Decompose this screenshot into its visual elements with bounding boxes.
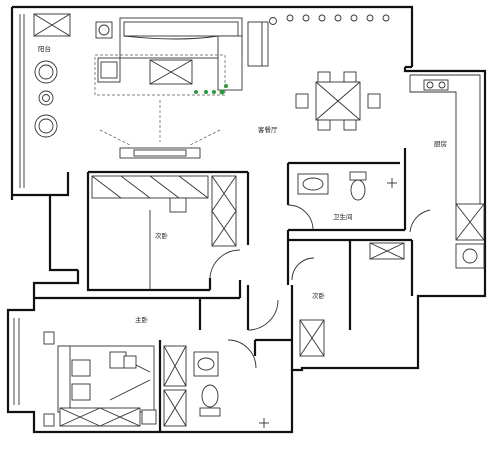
master-sink xyxy=(193,351,219,377)
master-pillows xyxy=(109,351,137,369)
bath-door-swing xyxy=(287,204,314,231)
sofa xyxy=(119,17,243,91)
tv-cabinet xyxy=(119,147,201,159)
balcony-window xyxy=(19,14,25,188)
master-window xyxy=(13,318,20,405)
outer-walls xyxy=(6,5,487,434)
master-toilet xyxy=(199,384,221,417)
bathroom-sink xyxy=(297,173,329,195)
balcony-plants xyxy=(34,60,58,138)
corridor-door-swing xyxy=(247,299,279,331)
green-decor xyxy=(194,84,228,95)
side-table xyxy=(95,21,113,39)
interior-walls xyxy=(34,148,414,432)
nightstand-bottom xyxy=(43,413,55,427)
bedroom-door-swing xyxy=(209,249,241,279)
desk-top-bedroom xyxy=(169,197,187,213)
master-bed xyxy=(57,345,155,413)
cabinet-edge xyxy=(261,21,269,67)
label-kitchen: 厨房 xyxy=(434,139,447,148)
armchair xyxy=(97,57,121,83)
master-bath-cabinets xyxy=(163,345,187,427)
wardrobe-top xyxy=(91,175,209,199)
wall-lamp xyxy=(269,17,277,25)
master-side xyxy=(141,409,157,425)
wardrobe-right xyxy=(369,242,405,260)
nightstand-top xyxy=(43,331,55,345)
washing-machine xyxy=(455,243,485,269)
kitchen-door-swing xyxy=(409,209,431,233)
rug-dashes xyxy=(94,54,226,96)
master-wardrobe xyxy=(59,407,141,427)
coffee-table xyxy=(149,59,193,85)
label-bedroom-top: 次卧 xyxy=(155,231,169,240)
dining-set xyxy=(295,71,381,131)
label-balcony: 阳台 xyxy=(38,44,51,53)
label-living-dining: 客餐厅 xyxy=(258,125,278,134)
fridge xyxy=(455,203,485,241)
label-bedroom-right: 次卧 xyxy=(312,291,326,300)
tv-view-lines xyxy=(99,100,221,146)
balcony-storage xyxy=(33,13,71,37)
desk-right xyxy=(299,319,325,357)
cabinet-side xyxy=(211,175,237,247)
bathroom-toilet xyxy=(349,171,367,201)
cabinet xyxy=(247,21,263,67)
label-bathroom: 卫生间 xyxy=(333,212,353,221)
ceiling-trim xyxy=(286,14,390,22)
right-door-swing xyxy=(291,257,315,281)
master-bath-door-swing xyxy=(227,339,257,369)
label-master-bedroom: 主卧 xyxy=(135,315,149,324)
